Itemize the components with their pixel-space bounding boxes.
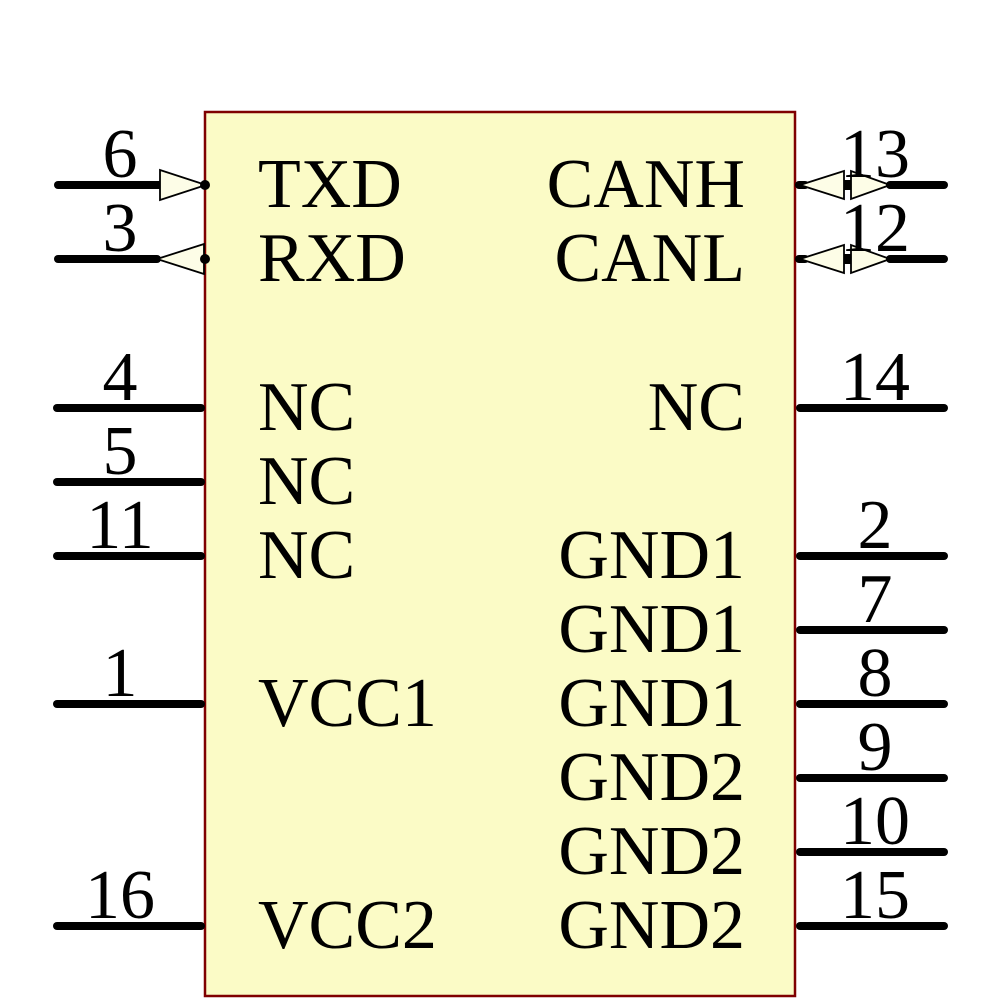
pin-label: TXD — [258, 146, 402, 223]
pin-label: NC — [258, 517, 356, 594]
pin-label: NC — [258, 369, 356, 446]
pin-label: GND2 — [558, 813, 745, 890]
pin-number: 16 — [85, 857, 155, 934]
pin-label: NC — [258, 443, 356, 520]
ic-body — [203, 110, 797, 998]
pin-13 — [795, 169, 948, 201]
pin-number: 15 — [840, 857, 910, 934]
pin-number: 8 — [857, 635, 893, 712]
pin-label: GND1 — [558, 665, 745, 742]
pin-number: 2 — [857, 487, 893, 564]
pin-number: 12 — [840, 190, 910, 267]
pin-label: CANH — [546, 146, 745, 223]
pin-number: 6 — [102, 116, 138, 193]
pin-label: GND2 — [558, 739, 745, 816]
pin-number: 10 — [840, 783, 910, 860]
bidirectional-arrow-icon — [797, 169, 893, 201]
bidirectional-arrow-icon — [797, 243, 893, 275]
pin-number: 1 — [102, 635, 138, 712]
pin-label: NC — [647, 369, 745, 446]
pin-label: VCC2 — [258, 887, 437, 964]
pin-number: 14 — [840, 339, 910, 416]
pin-label: RXD — [258, 220, 406, 297]
pin-label: GND1 — [558, 591, 745, 668]
pin-number: 4 — [102, 339, 138, 416]
pin-number: 3 — [102, 190, 138, 267]
pin-6 — [54, 168, 210, 202]
pin-number: 5 — [102, 413, 138, 490]
pin-label: CANL — [554, 220, 745, 297]
pin-label: VCC1 — [258, 665, 437, 742]
pin-number: 13 — [840, 116, 910, 193]
pin-label: GND1 — [558, 517, 745, 594]
pin-number: 7 — [857, 561, 893, 638]
input-arrow-icon — [159, 168, 209, 202]
pin-number: 11 — [86, 487, 154, 564]
pin-12 — [795, 243, 948, 275]
pin-label: GND2 — [558, 887, 745, 964]
pin-number: 9 — [857, 709, 893, 786]
pin-3 — [54, 242, 210, 276]
